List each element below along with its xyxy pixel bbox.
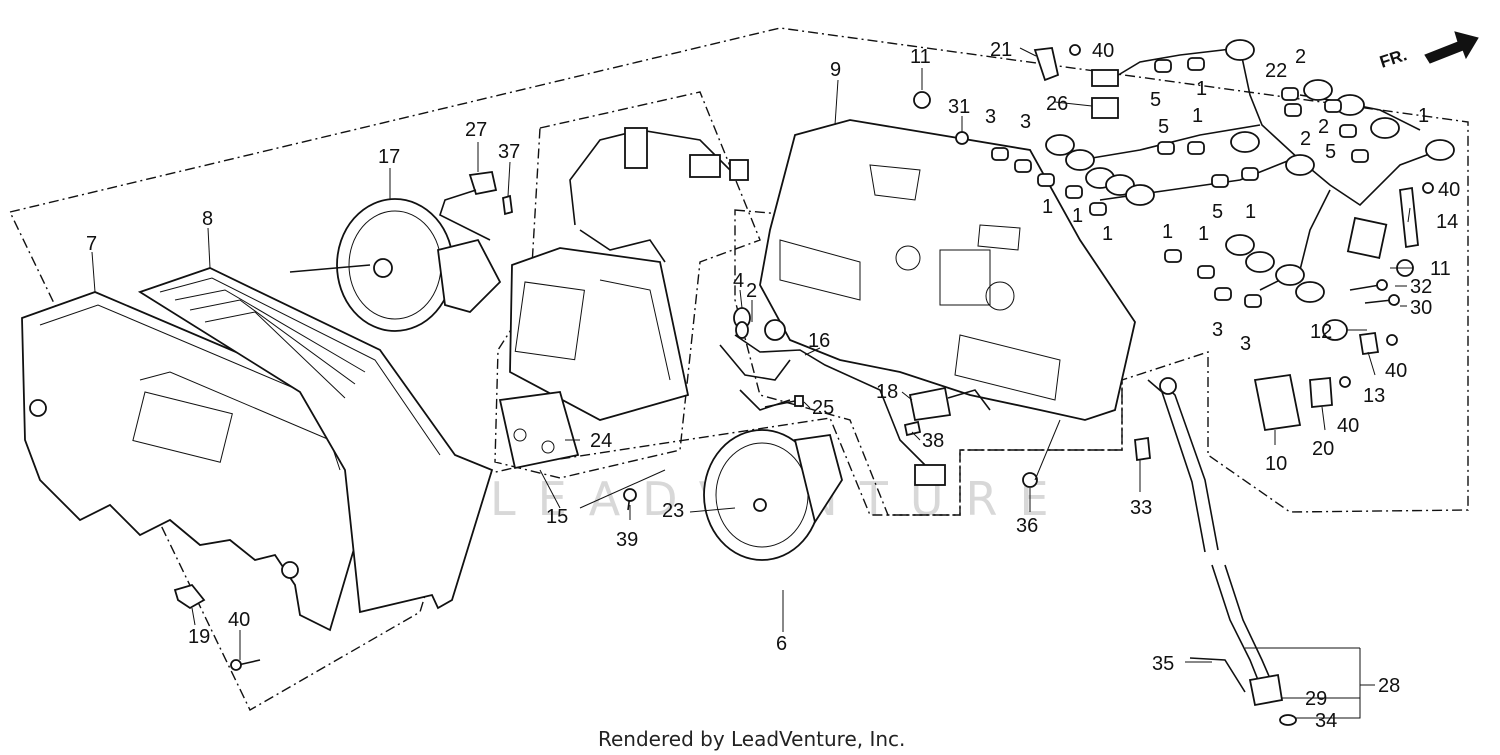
callout-1-a: 1: [1196, 78, 1207, 100]
callout-13: 13: [1363, 385, 1385, 407]
screw-38: [903, 420, 922, 437]
callout-5-c: 5: [1325, 141, 1336, 163]
callout-25: 25: [812, 397, 834, 419]
callout-3-d: 3: [1240, 333, 1251, 355]
callout-1-d: 1: [1042, 196, 1053, 218]
callout-2-c: 2: [1300, 128, 1311, 150]
screw-30: [1364, 299, 1393, 304]
svg-text:FR.: FR.: [1377, 45, 1409, 72]
knob-19: [173, 583, 206, 610]
callout-6: 6: [776, 633, 787, 655]
grommet-11-top: [913, 91, 931, 109]
screw-32: [1349, 284, 1381, 291]
callout-23: 23: [662, 500, 684, 522]
callout-24: 24: [590, 430, 612, 452]
callout-40-mid: 40: [1385, 360, 1407, 382]
screw-40-low: [1339, 376, 1351, 388]
callout-3-c: 3: [1212, 319, 1223, 341]
screw-37: [502, 194, 513, 216]
callout-11-right: 11: [1430, 258, 1451, 280]
callout-34: 34: [1315, 710, 1337, 732]
callout-40-low: 40: [1337, 415, 1359, 437]
callout-32: 32: [1410, 276, 1432, 298]
callout-1-f: 1: [1102, 223, 1113, 245]
bulbs: [991, 57, 1369, 308]
pulse-sensor: [468, 170, 498, 196]
callout-28: 28: [1378, 675, 1400, 697]
sub-harness-16: [719, 307, 946, 486]
callout-9: 9: [830, 59, 841, 81]
callout-3-a: 3: [985, 106, 996, 128]
leader-lines: [91, 47, 1413, 719]
callout-39: 39: [616, 529, 638, 551]
callout-29: 29: [1305, 688, 1327, 710]
callout-40-top: 40: [1092, 40, 1114, 62]
callout-5-d: 5: [1212, 201, 1223, 223]
callout-40-right: 40: [1438, 179, 1460, 201]
tachometer: [289, 198, 502, 332]
clip-13: [1358, 331, 1380, 356]
indicator-panel-24: [498, 391, 580, 470]
switch-18: [908, 386, 952, 422]
callout-2-b: 2: [1318, 116, 1329, 138]
callout-30: 30: [1410, 297, 1432, 319]
callout-2-d: 2: [746, 280, 757, 302]
callout-labels: 7 8 17 27 37 9 11 21 40 26 31 3 3 5 1 22…: [86, 39, 1460, 732]
callout-1-i: 1: [1198, 223, 1209, 245]
callout-5-a: 5: [1150, 89, 1161, 111]
clip-21: [1033, 47, 1060, 82]
callout-1-e: 1: [1072, 205, 1083, 227]
front-arrow-icon: [1424, 31, 1479, 64]
callout-1-c: 1: [1418, 105, 1429, 127]
footer-credit: Rendered by LeadVenture, Inc.: [598, 727, 905, 751]
screw-40-top: [1069, 44, 1081, 56]
grommet-31: [955, 131, 969, 145]
speedometer-23: [703, 429, 843, 561]
callout-40-bottom: 40: [228, 609, 250, 631]
callout-35: 35: [1152, 653, 1174, 675]
callout-31: 31: [948, 96, 970, 118]
printed-circuit-15: [509, 127, 749, 421]
callout-1-b: 1: [1192, 105, 1203, 127]
callout-21: 21: [990, 39, 1012, 61]
plate-10: [1253, 373, 1302, 432]
callout-11-top: 11: [910, 46, 931, 68]
callout-18: 18: [876, 381, 898, 403]
callout-2-a: 2: [1295, 46, 1306, 68]
front-direction-indicator: FR.: [1377, 31, 1479, 72]
callout-7: 7: [86, 233, 97, 255]
clip-20: [1309, 377, 1333, 408]
callout-12: 12: [1310, 321, 1332, 343]
callout-16: 16: [808, 330, 830, 352]
callout-5-b: 5: [1158, 116, 1169, 138]
callout-37: 37: [498, 141, 520, 163]
screw-40-mid: [1386, 334, 1398, 346]
callout-15: 15: [546, 506, 568, 528]
callout-33: 33: [1130, 497, 1152, 519]
callout-14: 14: [1436, 211, 1458, 233]
callout-36: 36: [1016, 515, 1038, 537]
callout-3-b: 3: [1020, 111, 1031, 133]
clip-33: [1134, 436, 1151, 462]
callout-22: 22: [1265, 60, 1287, 82]
callout-38: 38: [922, 430, 944, 452]
callout-1-g: 1: [1245, 201, 1256, 223]
speedometer-cable: [1147, 377, 1297, 726]
visor-bezel: [137, 267, 494, 614]
callout-19: 19: [188, 626, 210, 648]
screw-36: [1022, 472, 1038, 488]
callout-27: 27: [465, 119, 487, 141]
callout-26: 26: [1046, 93, 1068, 115]
callout-8: 8: [202, 208, 213, 230]
callout-1-h: 1: [1162, 221, 1173, 243]
callout-4: 4: [733, 270, 744, 292]
screw-40-right: [1422, 182, 1434, 194]
callout-10: 10: [1265, 453, 1287, 475]
callout-17: 17: [378, 146, 400, 168]
callout-20: 20: [1312, 438, 1334, 460]
